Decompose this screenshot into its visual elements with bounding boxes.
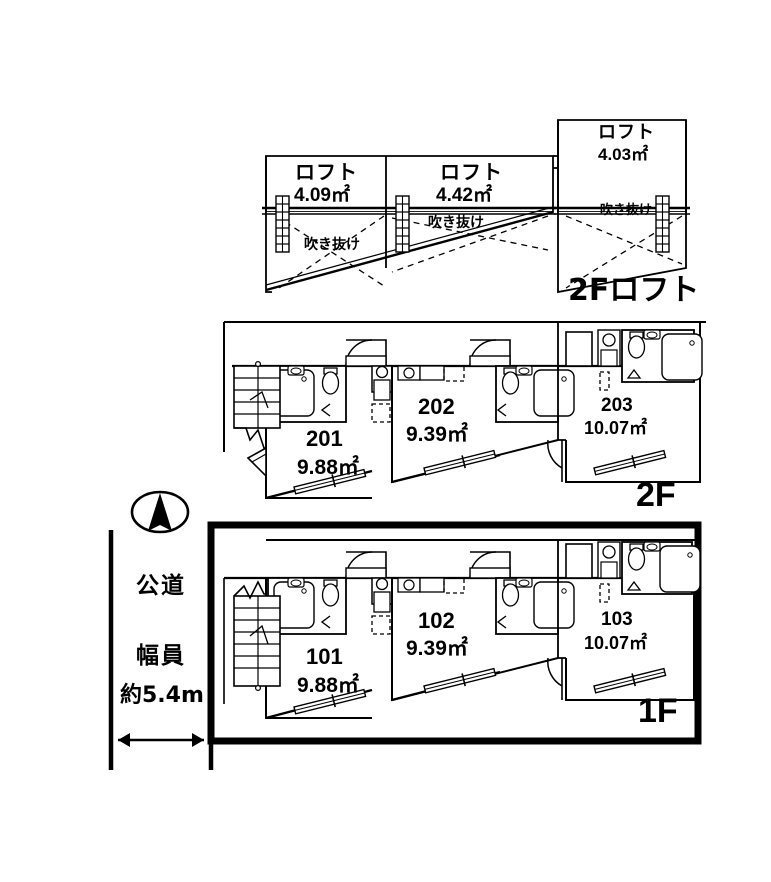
ladder-icon (275, 195, 290, 253)
room-area: 9.88㎡ (297, 457, 359, 478)
room-area-value: 9.39 (406, 423, 447, 446)
room-area: 9.88㎡ (297, 675, 359, 696)
bathtub-icon (659, 545, 701, 593)
room-area-value: 10.07 (584, 633, 630, 653)
loft-room-name: ロフト (598, 122, 655, 143)
room-area: 9.39㎡ (406, 424, 468, 445)
room-area-unit: ㎡ (337, 456, 359, 479)
room-area-value: 9.88 (297, 674, 338, 697)
window-icon (422, 664, 498, 697)
room-number: 202 (418, 394, 455, 419)
loft-void-label: 吹き抜け (600, 203, 653, 218)
loft-room-name: ロフト (295, 160, 358, 184)
room-area-unit: ㎡ (446, 423, 468, 446)
road-dimension-group (108, 525, 214, 770)
room-area: 10.07㎡ (584, 634, 647, 652)
room-area-unit: ㎡ (446, 637, 468, 660)
road-width-label: 幅員 (136, 643, 186, 669)
toilet-icon (321, 579, 340, 607)
bathtub-icon (533, 581, 575, 629)
room-area-value: 10.07 (584, 418, 630, 438)
room-number: 102 (418, 608, 455, 633)
room-area-unit: ㎡ (629, 633, 648, 653)
loft-void-label: 吹き抜け (304, 237, 360, 253)
loft-floor-label: 2Fロフト (568, 273, 700, 308)
sink-icon (287, 365, 305, 376)
stairs-icon (233, 580, 281, 691)
loft-area-unit: ㎡ (631, 145, 649, 164)
room-area: 9.39㎡ (406, 638, 468, 659)
sink-icon (643, 541, 661, 552)
loft-area-unit: ㎡ (330, 185, 350, 206)
loft-void-label: 吹き抜け (428, 215, 484, 231)
toilet-icon (627, 331, 646, 359)
loft-area-value: 4.42 (436, 185, 473, 206)
room-number: 101 (306, 644, 343, 669)
room-area-value: 9.39 (406, 637, 447, 660)
stairs-icon (233, 361, 281, 449)
room-number: 203 (601, 395, 633, 416)
sink-icon (515, 365, 533, 376)
room-area-unit: ㎡ (337, 674, 359, 697)
loft-room-area: 4.09㎡ (294, 186, 350, 205)
room-area-unit: ㎡ (629, 418, 648, 438)
north-arrow-icon (130, 490, 190, 534)
room-number: 103 (601, 609, 633, 630)
loft-area-unit: ㎡ (472, 185, 492, 206)
ladder-icon (655, 195, 670, 253)
ladder-icon (395, 195, 410, 253)
window-icon (592, 446, 668, 479)
loft-area-value: 4.09 (294, 185, 331, 206)
loft-room-area: 4.03㎡ (598, 146, 648, 163)
sink-icon (515, 577, 533, 588)
road-label: 公道 (136, 573, 186, 599)
loft-room-area: 4.42㎡ (436, 186, 492, 205)
room-number: 201 (306, 426, 343, 451)
bathtub-icon (533, 369, 575, 417)
second-floor-label: 2F (636, 476, 676, 514)
first-floor-plan-group (207, 521, 702, 745)
toilet-icon (627, 543, 646, 571)
toilet-icon (321, 367, 340, 395)
sink-icon (287, 577, 305, 588)
first-floor-label: 1F (638, 692, 678, 730)
room-area-value: 9.88 (297, 456, 338, 479)
second-floor-plan-group (223, 321, 706, 500)
bathtub-icon (661, 333, 703, 381)
road-width-value: 約5.4m (120, 683, 204, 708)
window-icon (422, 446, 498, 479)
loft-room-name: ロフト (440, 160, 503, 184)
loft-area-value: 4.03 (598, 145, 632, 164)
sink-icon (643, 329, 661, 340)
room-area: 10.07㎡ (584, 419, 647, 437)
loft-plan-group (262, 119, 690, 294)
